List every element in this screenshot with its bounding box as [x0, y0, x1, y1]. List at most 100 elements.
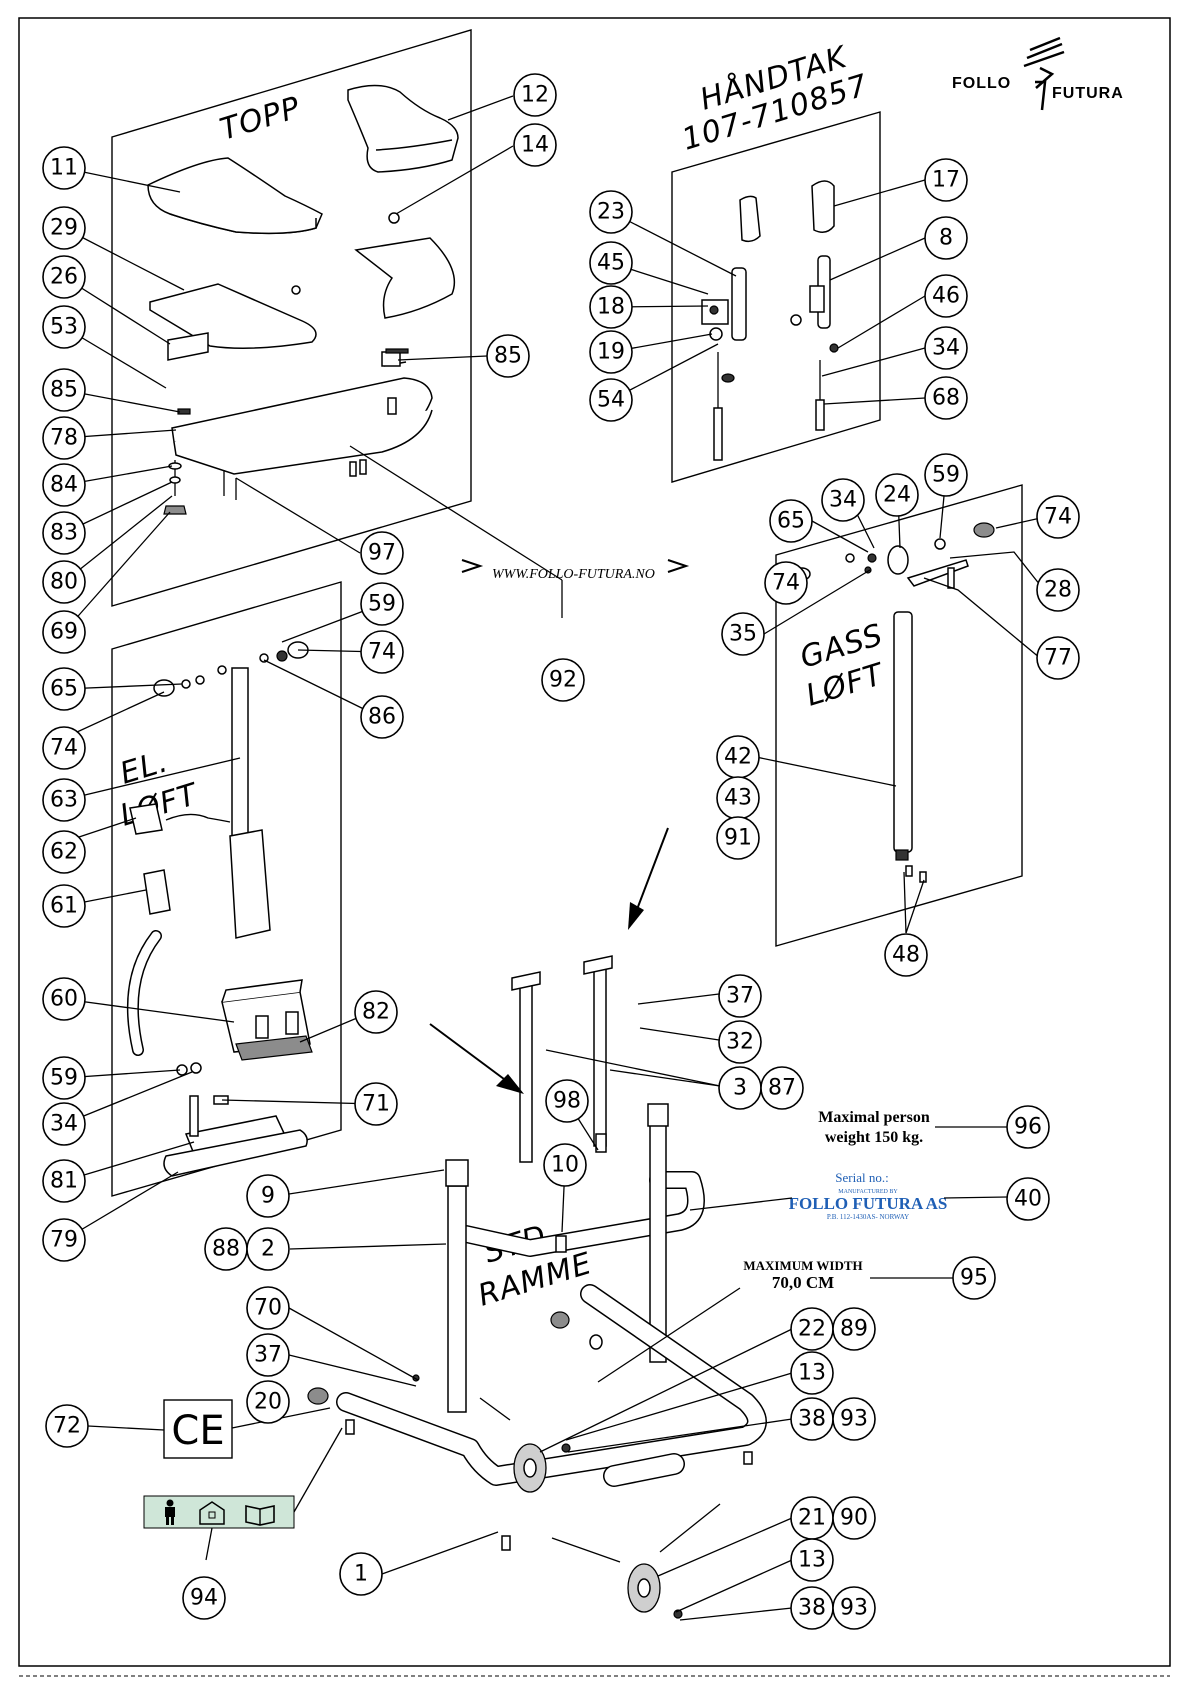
callout-72: 72 — [45, 1404, 89, 1448]
svg-text:3: 3 — [733, 1076, 747, 1101]
callout-37-left: 37 — [246, 1333, 290, 1377]
callout-96: 96 — [1006, 1105, 1050, 1149]
svg-text:80: 80 — [50, 570, 78, 595]
svg-text:40: 40 — [1014, 1187, 1042, 1212]
callout-12: 12 — [513, 73, 557, 117]
weight-sticker: Maximal person weight 150 kg. — [818, 1109, 930, 1146]
ce-mark-sticker: CE — [163, 1399, 233, 1459]
callout-65-gas: 65 — [769, 499, 813, 543]
svg-text:13: 13 — [798, 1361, 826, 1386]
section-title-top: TOPP — [216, 90, 305, 147]
svg-text:1: 1 — [354, 1562, 368, 1587]
callout-11: 11 — [42, 146, 86, 190]
svg-text:11: 11 — [50, 156, 78, 181]
svg-text:94: 94 — [190, 1586, 218, 1611]
width-label-line2: 70,0 CM — [772, 1273, 834, 1292]
serial-sticker: Serial no.: MANUFACTURED BY FOLLO FUTURA… — [789, 1170, 948, 1221]
svg-text:96: 96 — [1014, 1115, 1042, 1140]
callout-20: 20 — [246, 1380, 290, 1424]
svg-text:8: 8 — [939, 226, 953, 251]
svg-text:65: 65 — [50, 677, 78, 702]
callout-43: 43 — [716, 776, 760, 820]
callout-61: 61 — [42, 884, 86, 928]
weight-label-line1: Maximal person — [818, 1109, 930, 1126]
callout-1: 1 — [339, 1552, 383, 1596]
indoor-use-icon — [199, 1501, 225, 1525]
svg-text:85: 85 — [50, 378, 78, 403]
svg-text:19: 19 — [597, 340, 625, 365]
weight-label-line2: weight 150 kg. — [825, 1129, 923, 1146]
logo-mark-icon — [1023, 36, 1065, 111]
website-logo-icon — [461, 559, 690, 573]
callout-92: 92 — [541, 658, 585, 702]
drawing-border — [18, 17, 1171, 1667]
callout-93-lower: 93 — [832, 1586, 876, 1630]
logo-text-right: FUTURA — [1052, 85, 1124, 102]
callout-91: 91 — [716, 816, 760, 860]
callout-63: 63 — [42, 778, 86, 822]
callout-34-handles: 34 — [924, 326, 968, 370]
callout-65-el: 65 — [42, 667, 86, 711]
callout-77: 77 — [1036, 636, 1080, 680]
callout-78: 78 — [42, 416, 86, 460]
callout-10: 10 — [543, 1143, 587, 1187]
callout-81: 81 — [42, 1159, 86, 1203]
callout-54: 54 — [589, 378, 633, 422]
svg-text:34: 34 — [50, 1112, 78, 1137]
svg-text:34: 34 — [829, 488, 857, 513]
callout-48: 48 — [884, 933, 928, 977]
user-symbols-sticker — [143, 1495, 295, 1529]
callout-74-gas-left: 74 — [764, 561, 808, 605]
callout-22: 22 — [790, 1307, 834, 1351]
svg-text:45: 45 — [597, 251, 625, 276]
svg-text:59: 59 — [368, 592, 396, 617]
callout-84: 84 — [42, 463, 86, 507]
svg-text:21: 21 — [798, 1506, 826, 1531]
svg-text:34: 34 — [932, 336, 960, 361]
svg-text:71: 71 — [362, 1092, 390, 1117]
svg-text:63: 63 — [50, 788, 78, 813]
svg-text:28: 28 — [1044, 578, 1072, 603]
callout-83: 83 — [42, 511, 86, 555]
callout-23: 23 — [589, 190, 633, 234]
callout-98: 98 — [545, 1079, 589, 1123]
svg-text:97: 97 — [368, 541, 396, 566]
website-text: WWW.FOLLO-FUTURA.NO — [492, 567, 655, 582]
callout-14: 14 — [513, 123, 557, 167]
callout-32: 32 — [718, 1020, 762, 1064]
svg-text:95: 95 — [960, 1266, 988, 1291]
svg-text:62: 62 — [50, 840, 78, 865]
svg-text:22: 22 — [798, 1317, 826, 1342]
callout-68: 68 — [924, 376, 968, 420]
svg-text:74: 74 — [1044, 505, 1072, 530]
svg-text:32: 32 — [726, 1030, 754, 1055]
panel-gas-lift — [775, 484, 1023, 947]
svg-text:59: 59 — [932, 463, 960, 488]
callout-95: 95 — [952, 1256, 996, 1300]
standard-frame-parts — [307, 955, 767, 1619]
callout-85-top: 85 — [486, 334, 530, 378]
width-label-line1: MAXIMUM WIDTH — [743, 1258, 862, 1273]
callout-90: 90 — [832, 1496, 876, 1540]
svg-text:74: 74 — [368, 640, 396, 665]
callout-2: 2 — [246, 1227, 290, 1271]
callout-59-el: 59 — [360, 582, 404, 626]
top-parts — [147, 84, 459, 515]
svg-text:84: 84 — [50, 473, 78, 498]
svg-text:10: 10 — [551, 1153, 579, 1178]
svg-text:59: 59 — [50, 1066, 78, 1091]
callout-74-gas-right: 74 — [1036, 495, 1080, 539]
svg-text:92: 92 — [549, 668, 577, 693]
callout-3: 3 — [718, 1066, 762, 1110]
width-sticker: MAXIMUM WIDTH 70,0 CM — [743, 1258, 862, 1292]
callout-38-lower: 38 — [790, 1586, 834, 1630]
svg-text:42: 42 — [724, 745, 752, 770]
ce-mark: CE — [171, 1408, 224, 1454]
svg-text:88: 88 — [212, 1237, 240, 1262]
el-lift-parts — [126, 641, 313, 1177]
callout-13-upper: 13 — [790, 1351, 834, 1395]
callout-87: 87 — [760, 1066, 804, 1110]
callout-74-el-left: 74 — [42, 726, 86, 770]
svg-text:26: 26 — [50, 265, 78, 290]
